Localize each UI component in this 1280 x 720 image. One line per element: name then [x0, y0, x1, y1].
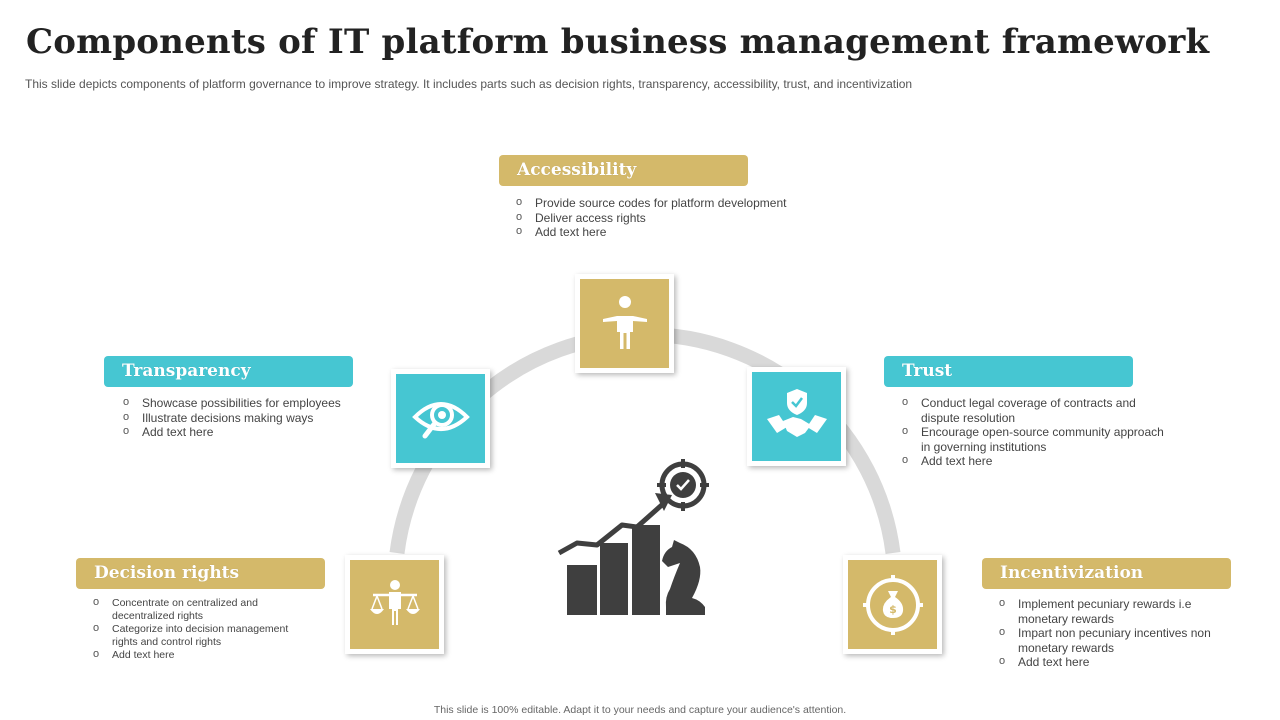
list-item: Impart non pecuniary incentives non mone…	[999, 625, 1229, 655]
eye-magnifier-icon	[411, 401, 470, 438]
accessibility-tile	[575, 274, 674, 373]
money-bag-target-icon: $	[862, 574, 923, 635]
list-item: Encourage open-source community approach…	[902, 424, 1172, 454]
list-item: Add text here	[123, 424, 363, 440]
handshake-shield-icon	[766, 388, 827, 437]
list-item: Categorize into decision management righ…	[93, 622, 308, 649]
list-item: Add text here	[999, 654, 1229, 670]
list-item: Add text here	[516, 224, 816, 240]
list-item: Provide source codes for platform develo…	[516, 195, 816, 211]
page-subtitle: This slide depicts components of platfor…	[25, 77, 913, 91]
decision-rights-points: Concentrate on centralized and decentral…	[93, 596, 308, 662]
trust-banner: Trust	[884, 356, 1133, 387]
accessibility-points: Provide source codes for platform develo…	[516, 195, 816, 240]
growth-chart-chess-knight-target-icon	[557, 459, 709, 615]
list-item: Implement pecuniary rewards i.e monetary…	[999, 596, 1229, 626]
footer-note: This slide is 100% editable. Adapt it to…	[433, 704, 847, 716]
person-arms-out-icon	[602, 295, 647, 349]
incentivization-banner: Incentivization	[982, 558, 1231, 589]
trust-tile	[747, 367, 846, 466]
list-item: Deliver access rights	[516, 210, 816, 226]
transparency-banner: Transparency	[104, 356, 353, 387]
incentivization-tile: $	[843, 555, 942, 654]
list-item: Add text here	[902, 453, 1172, 469]
list-item: Showcase possibilities for employees	[123, 395, 363, 411]
transparency-points: Showcase possibilities for employees Ill…	[123, 395, 363, 440]
decision-rights-tile	[345, 555, 444, 654]
decision-rights-banner: Decision rights	[76, 558, 325, 589]
page-title: Components of IT platform business manag…	[26, 22, 1210, 62]
list-item: Concentrate on centralized and decentral…	[93, 596, 308, 623]
incentivization-points: Implement pecuniary rewards i.e monetary…	[999, 596, 1229, 670]
person-balance-scale-icon	[369, 579, 420, 625]
list-item: Illustrate decisions making ways	[123, 410, 363, 426]
accessibility-banner: Accessibility	[499, 155, 748, 186]
list-item: Add text here	[93, 648, 308, 662]
trust-points: Conduct legal coverage of contracts and …	[902, 395, 1172, 469]
list-item: Conduct legal coverage of contracts and …	[902, 395, 1172, 425]
svg-text:$: $	[889, 603, 897, 616]
transparency-tile	[391, 369, 490, 468]
